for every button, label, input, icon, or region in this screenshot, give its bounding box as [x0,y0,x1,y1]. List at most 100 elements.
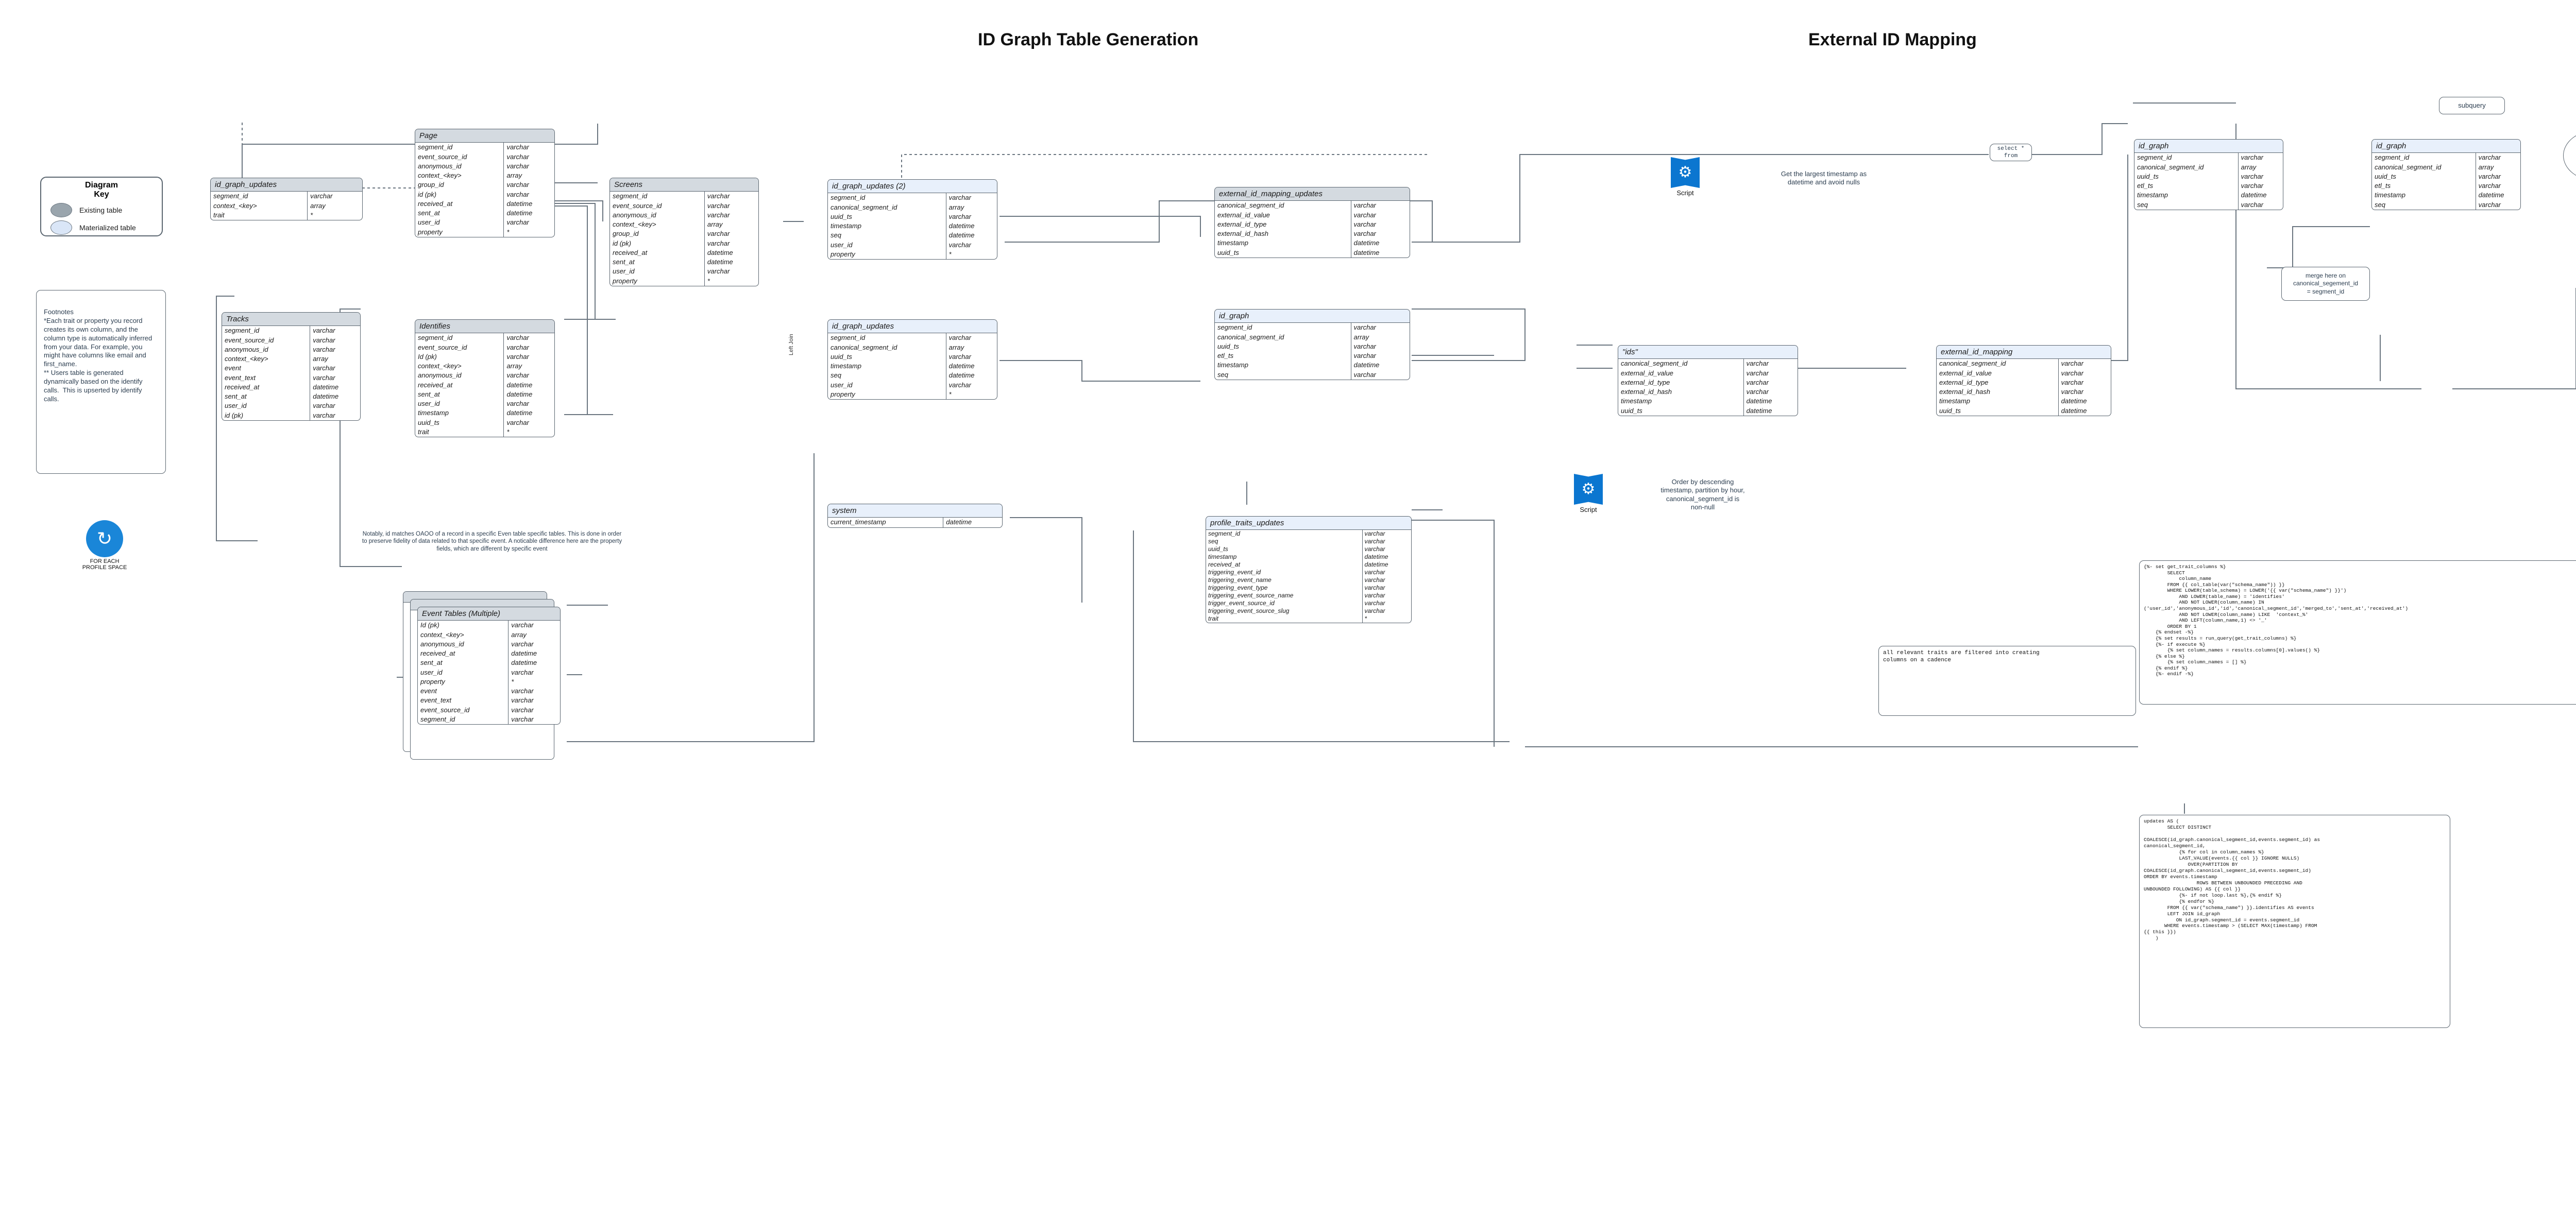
column-name-cell: timestamp [2372,191,2476,200]
column-name-cell: canonical_segment_id [2372,162,2476,172]
column-name-cell: segment_id [211,192,308,201]
column-name-cell: canonical_segment_id [1618,359,1744,369]
column-name-cell: user_id [828,380,946,390]
column-name-cell: seq [828,371,946,381]
table-row: Id (pk)varchar [418,621,560,630]
column-type-cell: varchar [1364,576,1385,584]
column-type-cell: array [511,630,527,639]
column-type-cell: varchar [2061,359,2083,368]
column-name-cell: segment_id [828,193,946,203]
script-node-largest-timestamp: ⚙ Script [1671,157,1700,197]
column-type-cell: datetime [313,392,339,400]
column-type-cell: datetime [707,248,733,256]
column-type-cell: varchar [2478,153,2501,162]
table-row: context_<key>array [610,220,758,230]
diagram-key-title-line1: Diagram [84,181,118,190]
select-star-from-box: select * from [1990,144,2032,161]
table-row: context_<key>array [418,630,560,640]
identifies-note: Notably, id matches OAOO of a record in … [362,531,622,552]
column-type-cell: varchar [2478,182,2501,190]
column-name-cell: user_id [828,240,946,250]
column-name-cell: Id (pk) [415,352,504,362]
table-header: external_id_mapping_updates [1215,187,1410,201]
table-row: property* [828,249,997,259]
script-node-order-by: ⚙ Script [1574,474,1603,513]
column-type-cell: datetime [313,383,339,391]
table-row: id (pk)varchar [222,410,360,420]
column-name-cell: trait [211,210,308,220]
column-type-cell: datetime [1353,248,1380,256]
column-type-cell: * [948,250,952,258]
column-type-cell: varchar [1746,378,1769,386]
column-name-cell: uuid_ts [1215,341,1351,351]
column-type-cell: datetime [948,231,975,239]
column-name-cell: id (pk) [222,410,311,420]
table-header: system [828,504,1002,518]
for-each-profile-space: ↻ FOR EACH PROFILE SPACE [66,520,143,571]
section-title-external-id-mapping: External ID Mapping [1808,30,1977,49]
column-type-cell: varchar [506,352,529,361]
column-type-cell: varchar [506,343,529,351]
column-type-cell: varchar [948,334,971,342]
column-name-cell: segment_id [2134,153,2239,163]
column-type-cell: * [506,228,510,236]
code-block-jinja-traits-text: {%- set get_trait_columns %} SELECT colu… [2144,564,2409,677]
column-type-cell: datetime [506,390,533,398]
column-name-cell: anonymous_id [222,345,311,354]
column-type-cell: varchar [707,201,730,210]
column-name-cell: segment_id [418,714,509,724]
column-type-cell: varchar [707,211,730,219]
column-name-cell: anonymous_id [415,371,504,381]
column-name-cell: segment_id [415,333,504,343]
column-name-cell: external_id_type [1618,378,1744,387]
table-row: Id (pk)varchar [415,352,554,362]
column-type-cell: varchar [506,152,529,161]
column-type-cell: datetime [511,649,537,657]
column-name-cell: timestamp [415,408,504,418]
column-name-cell: seq [2372,200,2476,210]
column-type-cell: varchar [2478,200,2501,209]
column-name-cell: external_id_hash [1618,387,1744,397]
table-row: trait* [211,210,362,220]
column-type-cell: varchar [948,352,971,361]
column-name-cell: received_at [1206,561,1363,569]
materialized-table-label: Materialized table [79,223,136,232]
column-type-cell: array [948,343,964,351]
